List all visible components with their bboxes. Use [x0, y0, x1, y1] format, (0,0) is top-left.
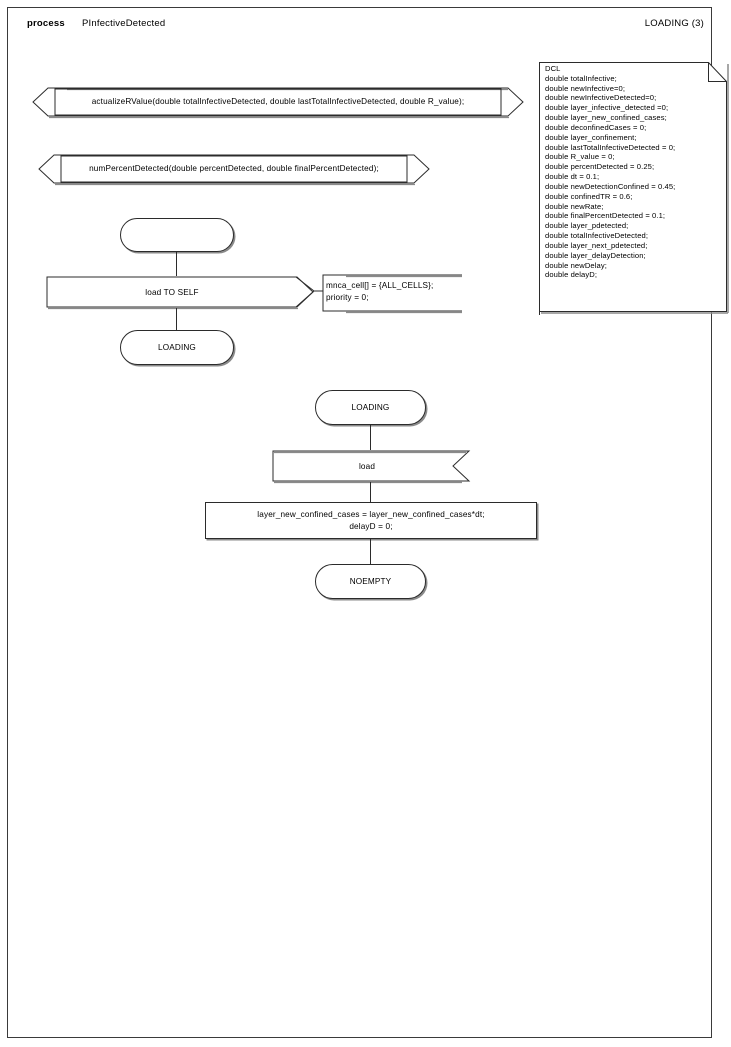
state-loading-2-label: LOADING	[351, 403, 390, 412]
comment-box[interactable]	[322, 274, 462, 314]
procedure-numPercentDetected[interactable]	[38, 154, 430, 186]
task-symbol[interactable]: layer_new_confined_cases = layer_new_con…	[205, 502, 537, 539]
dcl-declarations-text: DCL double totalInfective; double newInf…	[545, 64, 676, 280]
connector-start-to-output	[176, 252, 177, 276]
page-number-label: LOADING (3)	[644, 18, 704, 29]
nextstate-noempty[interactable]: NOEMPTY	[315, 564, 426, 599]
connector-state-to-input	[370, 425, 371, 450]
connector-output-to-state	[176, 308, 177, 330]
procedure-actualizeRValue[interactable]	[32, 87, 524, 119]
comment-box-text: mnca_cell[] = {ALL_CELLS}; priority = 0;	[326, 281, 434, 303]
task-symbol-text: layer_new_confined_cases = layer_new_con…	[257, 509, 485, 531]
nextstate-loading-1[interactable]: LOADING	[120, 330, 234, 365]
page-title-keyword: process	[27, 18, 65, 29]
state-loading-2[interactable]: LOADING	[315, 390, 426, 425]
start-state-symbol[interactable]	[120, 218, 234, 252]
nextstate-loading-1-label: LOADING	[158, 343, 196, 352]
procedure-numPercentDetected-label: numPercentDetected(double percentDetecte…	[89, 164, 379, 173]
page-border	[7, 7, 712, 1038]
dcl-block[interactable]	[538, 61, 729, 315]
procedure-actualizeRValue-label: actualizeRValue(double totalInfectiveDet…	[91, 97, 465, 106]
input-load[interactable]	[272, 450, 471, 484]
page-title-process-name: PInfectiveDetected	[82, 18, 166, 29]
nextstate-noempty-label: NOEMPTY	[349, 577, 392, 586]
output-load-to-self-label: load TO SELF	[145, 288, 199, 297]
connector-input-to-task	[370, 482, 371, 502]
connector-task-to-state	[370, 539, 371, 564]
input-load-label: load	[358, 462, 376, 471]
